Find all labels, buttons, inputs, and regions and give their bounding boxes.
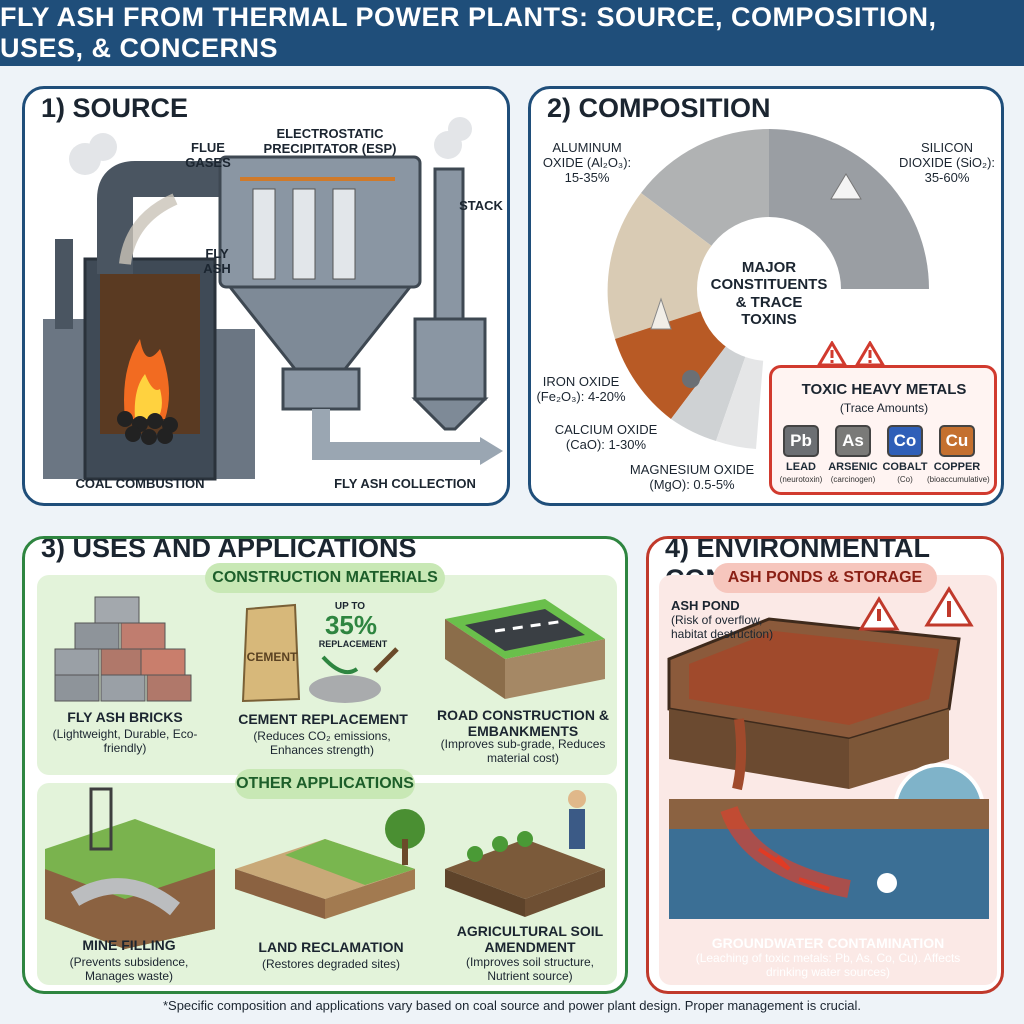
toxic-metals-subtitle: (Trace Amounts) <box>839 401 929 415</box>
metal-note-cobalt: (Co) <box>897 475 913 484</box>
ash-ponds-pill: ASH PONDS & STORAGE <box>713 563 937 593</box>
agri-subtitle: (Improves soil structure, Nutrient sourc… <box>465 955 595 984</box>
composition-panel: 2) COMPOSITION MAJOR CONSTITUENTS & TRAC… <box>528 86 1004 506</box>
metal-note-copper: (bioaccumulative) <box>927 475 990 484</box>
cement-subtitle: (Reduces CO₂ emissions, Enhances strengt… <box>253 729 391 758</box>
land-title: LAND RECLAMATION <box>258 939 404 955</box>
ash-pond-subtitle: (Risk of overflow, habitat destruction) <box>671 613 774 642</box>
iron-oxide-label: IRON OXIDE (Fe₂O₃): 4-20% <box>536 374 626 404</box>
metal-name-lead: LEAD <box>786 461 816 473</box>
road-title: ROAD CONSTRUCTION & EMBANKMENTS <box>437 707 609 740</box>
source-heading: 1) SOURCE <box>35 93 195 124</box>
uses-illustrations <box>45 596 605 949</box>
metal-name-cobalt: COBALT <box>882 461 928 473</box>
coal-combustion-label: COAL COMBUSTION <box>75 476 205 491</box>
warning-icon <box>855 341 885 367</box>
metal-name-arsenic: ARSENIC <box>828 461 878 473</box>
power-plant-illustration <box>43 117 503 481</box>
bricks-subtitle: (Lightweight, Durable, Eco-friendly) <box>52 727 198 756</box>
mine-title: MINE FILLING <box>82 937 176 953</box>
replacement-label: REPLACEMENT <box>318 639 388 649</box>
title-bar: FLY ASH FROM THERMAL POWER PLANTS: SOURC… <box>0 0 1024 66</box>
metal-note-arsenic: (carcinogen) <box>830 475 876 484</box>
agri-title: AGRICULTURAL SOIL AMENDMENT <box>456 923 604 956</box>
stack-label: STACK <box>459 198 503 213</box>
warning-icon <box>817 341 847 367</box>
composition-heading: 2) COMPOSITION <box>541 93 777 124</box>
mine-subtitle: (Prevents subsidence, Manages waste) <box>69 955 189 984</box>
metal-tile-arsenic: As <box>835 425 871 457</box>
magnesium-oxide-label: MAGNESIUM OXIDE (MgO): 0.5-5% <box>629 462 755 492</box>
metal-note-lead: (neurotoxin) <box>779 475 823 484</box>
metal-name-copper: COPPER <box>933 461 981 473</box>
metal-tile-cobalt: Co <box>887 425 923 457</box>
concerns-panel: 4) ENVIRONMENTAL CONCERNS ASH PONDS & ST… <box>646 536 1004 994</box>
metal-tile-copper: Cu <box>939 425 975 457</box>
land-subtitle: (Restores degraded sites) <box>261 957 401 971</box>
composition-center-label: MAJOR CONSTITUENTS & TRACE TOXINS <box>710 259 828 328</box>
uses-panel: 3) USES AND APPLICATIONS CONSTRUCTION MA… <box>22 536 628 994</box>
metal-tile-lead: Pb <box>783 425 819 457</box>
aluminum-oxide-label: ALUMINUM OXIDE (Al₂O₃): 15-35% <box>542 140 632 185</box>
fly-ash-collection-label: FLY ASH COLLECTION <box>334 476 476 491</box>
footer-note: *Specific composition and applications v… <box>162 998 862 1013</box>
ash-pond-label: ASH POND <box>671 598 740 613</box>
cement-title: CEMENT REPLACEMENT <box>238 711 408 727</box>
pct-label: 35% <box>324 610 378 640</box>
uses-heading: 3) USES AND APPLICATIONS <box>35 539 423 564</box>
groundwater-subtitle: (Leaching of toxic metals: Pb, As, Co, C… <box>695 951 961 980</box>
source-panel: 1) SOURCE FLUE GASES ELECTROSTATIC PRECI… <box>22 86 510 506</box>
cement-bag-label: CEMENT <box>246 650 298 664</box>
fly-ash-label: FLY ASH <box>203 246 231 276</box>
ash-pond-illustration <box>667 586 989 919</box>
upto-label: UP TO <box>334 601 366 612</box>
road-subtitle: (Improves sub-grade, Reduces material co… <box>440 737 606 766</box>
silicon-dioxide-label: SILICON DIOXIDE (SiO₂): 35-60% <box>898 140 996 185</box>
page-title: FLY ASH FROM THERMAL POWER PLANTS: SOURC… <box>0 2 937 63</box>
other-applications-pill: OTHER APPLICATIONS <box>235 769 415 799</box>
composition-pie-illustration <box>607 129 929 449</box>
calcium-oxide-label: CALCIUM OXIDE (CaO): 1-30% <box>554 422 658 452</box>
flue-gases-label: FLUE GASES <box>185 140 231 170</box>
groundwater-title: GROUNDWATER CONTAMINATION <box>711 935 945 951</box>
esp-label: ELECTROSTATIC PRECIPITATOR (ESP) <box>263 126 397 156</box>
construction-materials-pill: CONSTRUCTION MATERIALS <box>205 563 445 593</box>
toxic-metals-title: TOXIC HEAVY METALS <box>801 381 967 398</box>
bricks-title: FLY ASH BRICKS <box>67 709 183 725</box>
